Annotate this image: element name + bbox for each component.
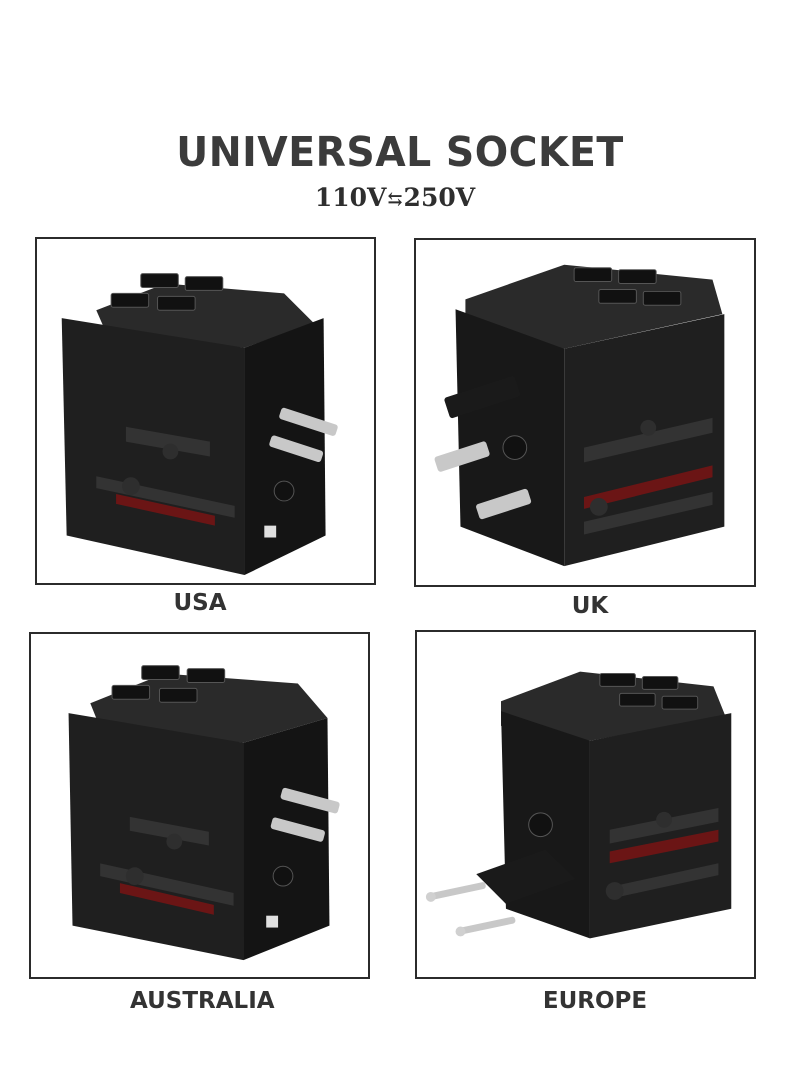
usb-ports-icon bbox=[599, 673, 699, 710]
voltage-range: 110V⇆250V bbox=[0, 183, 790, 212]
label-uk: UK bbox=[571, 593, 609, 619]
eu-plug-icon bbox=[425, 849, 576, 937]
swap-arrows-icon: ⇆ bbox=[387, 189, 403, 210]
adapter-europe-image bbox=[425, 671, 732, 939]
usb-ports-icon bbox=[111, 665, 226, 703]
product-panel-usa bbox=[35, 237, 376, 585]
usb-ports-icon bbox=[110, 273, 224, 311]
us-plug-icon bbox=[269, 407, 338, 463]
product-panel-uk bbox=[414, 238, 756, 587]
adapter-usa-image bbox=[61, 273, 338, 576]
page-title: UNIVERSAL SOCKET bbox=[176, 128, 624, 176]
adapter-uk-image bbox=[434, 264, 725, 567]
usb-ports-icon bbox=[573, 267, 682, 306]
uk-plug-icon bbox=[434, 376, 532, 520]
au-plug-icon bbox=[270, 787, 340, 842]
label-usa: USA bbox=[173, 590, 227, 616]
voltage-low: 110V bbox=[314, 183, 387, 212]
product-panel-australia bbox=[29, 632, 370, 979]
voltage-high: 250V bbox=[403, 183, 476, 212]
adapter-australia-image bbox=[68, 665, 340, 961]
label-europe: EUROPE bbox=[542, 988, 648, 1014]
label-australia: AUSTRALIA bbox=[130, 988, 275, 1014]
product-panel-europe bbox=[415, 630, 756, 979]
